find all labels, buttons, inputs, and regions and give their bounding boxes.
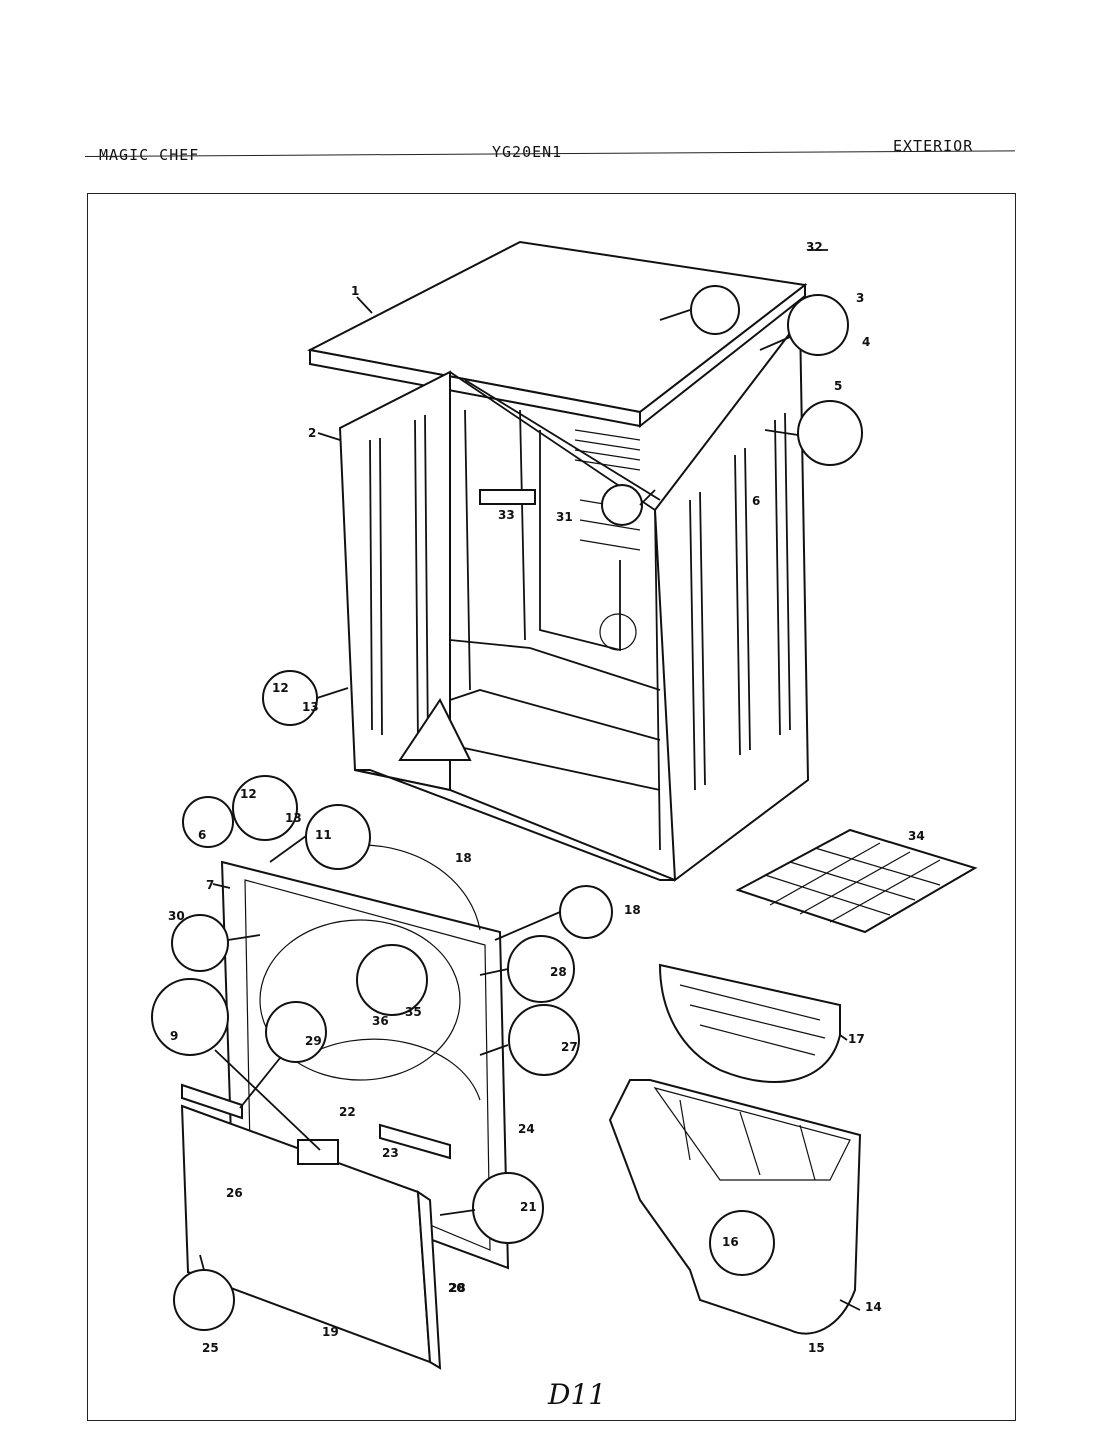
diagram-frame: [87, 193, 1016, 1421]
callout-31: 31: [556, 510, 573, 524]
callout-29: 29: [305, 1034, 322, 1048]
callout-2: 2: [308, 426, 316, 440]
callout-13b: 13: [285, 811, 302, 825]
callout-6b: 6: [198, 828, 206, 842]
callout-7: 7: [206, 878, 214, 892]
callout-3: 3: [856, 291, 864, 305]
callout-11: 11: [315, 828, 332, 842]
callout-16: 16: [722, 1235, 739, 1249]
callout-34: 34: [908, 829, 925, 843]
callout-30: 30: [168, 909, 185, 923]
callout-1: 1: [351, 284, 359, 298]
callout-6: 6: [752, 494, 760, 508]
callout-23: 23: [382, 1146, 399, 1160]
leader-lines: [199, 249, 861, 1311]
callout-33: 33: [498, 508, 515, 522]
callout-27: 27: [561, 1040, 578, 1054]
page-code: D11: [548, 1378, 607, 1411]
callout-12b: 12: [240, 787, 257, 801]
callout-5: 5: [834, 379, 842, 393]
callout-15: 15: [808, 1341, 825, 1355]
callout-18a: 18: [455, 851, 472, 865]
callout-20: 20: [448, 1281, 465, 1295]
callout-14: 14: [865, 1300, 882, 1314]
callout-17: 17: [848, 1032, 865, 1046]
callout-21: 21: [520, 1200, 537, 1214]
brand-label: MAGIC CHEF: [99, 146, 200, 164]
door: [180, 1083, 451, 1370]
callout-24: 24: [518, 1122, 535, 1136]
callout-35: 35: [405, 1005, 422, 1019]
section-title: EXTERIOR: [893, 137, 974, 155]
callout-28b: 28: [449, 1281, 466, 1295]
callout-9: 9: [170, 1029, 178, 1043]
top-panel: [306, 240, 808, 429]
callout-28a: 28: [550, 965, 567, 979]
callout-12a: 12: [272, 681, 289, 695]
callout-4: 4: [862, 335, 870, 349]
callout-13a: 13: [302, 700, 319, 714]
lint-filter: [658, 963, 841, 1084]
callout-36: 36: [372, 1014, 389, 1028]
callout-22: 22: [339, 1105, 356, 1119]
model-number: YG20EN1: [492, 143, 563, 161]
toe-panel: [608, 1079, 862, 1335]
callout-18b: 18: [624, 903, 641, 917]
callout-25: 25: [202, 1341, 219, 1355]
cabinet: [338, 317, 810, 882]
callout-19: 19: [322, 1325, 339, 1339]
callout-bubbles: [151, 285, 863, 1331]
callout-32: 32: [806, 240, 823, 254]
drying-rack: [735, 828, 978, 934]
callout-26: 26: [226, 1186, 243, 1200]
